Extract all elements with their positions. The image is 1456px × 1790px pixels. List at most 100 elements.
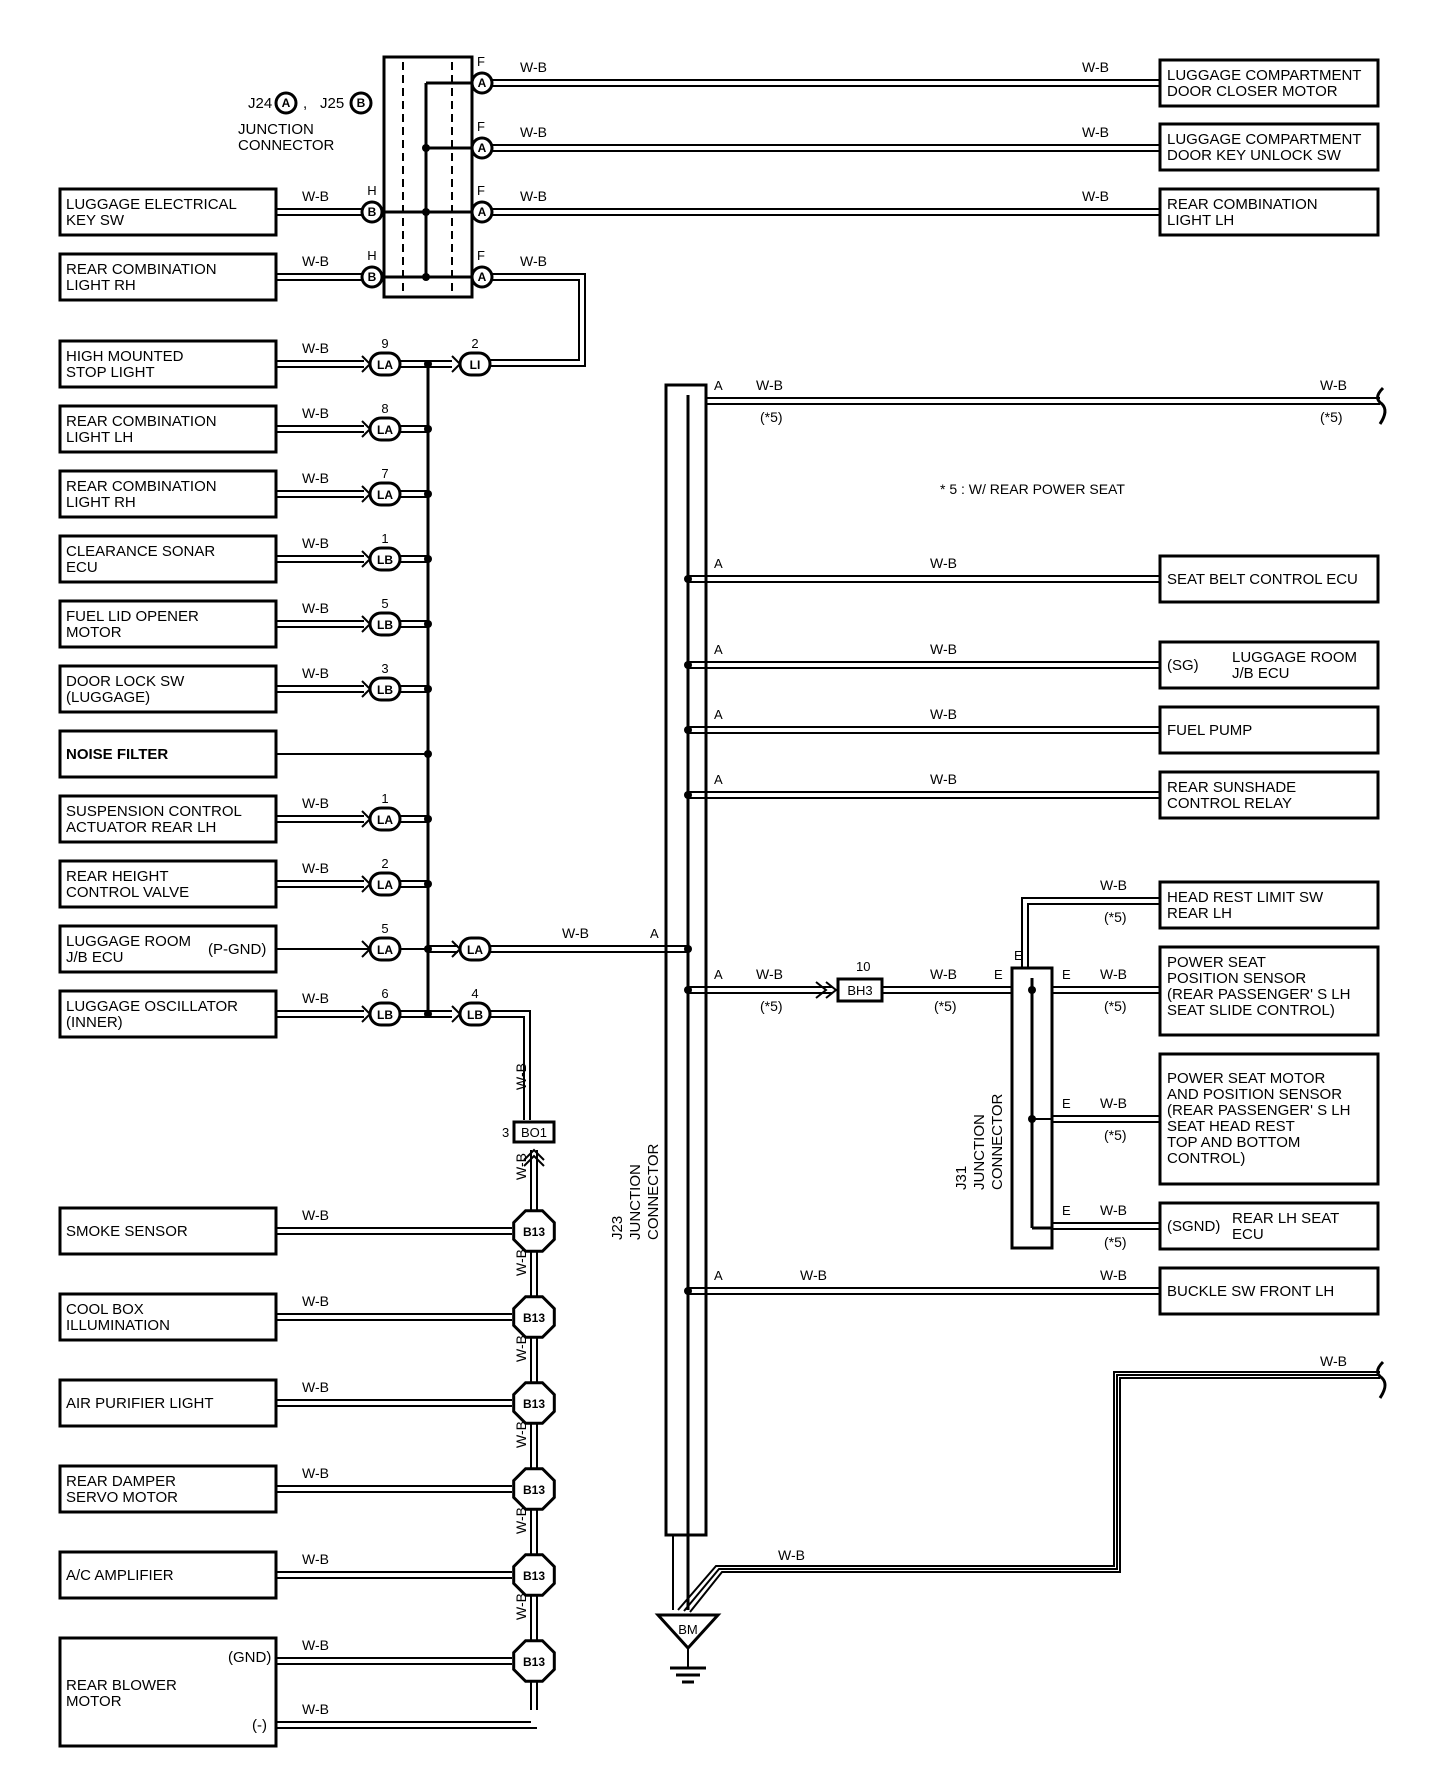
left-components: HIGH MOUNTED STOP LIGHT REAR COMBINATION… bbox=[58, 339, 278, 1039]
svg-text:W-B: W-B bbox=[930, 706, 957, 722]
svg-text:W-B: W-B bbox=[800, 1267, 827, 1283]
svg-text:CONTROL): CONTROL) bbox=[1167, 1150, 1245, 1167]
svg-text:B13: B13 bbox=[523, 1483, 545, 1497]
svg-text:W-B: W-B bbox=[302, 665, 329, 681]
svg-text:W-B: W-B bbox=[930, 641, 957, 657]
svg-text:W-B: W-B bbox=[520, 188, 547, 204]
svg-text:F: F bbox=[477, 119, 485, 134]
svg-text:W-B: W-B bbox=[302, 1207, 329, 1223]
pin-a: A bbox=[478, 141, 487, 155]
svg-text:H: H bbox=[367, 183, 376, 198]
svg-text:W-B: W-B bbox=[513, 1593, 529, 1620]
svg-text:AIR PURIFIER LIGHT: AIR PURIFIER LIGHT bbox=[66, 1395, 214, 1412]
b13-connector: B13 bbox=[512, 1295, 556, 1339]
top-right-components: LUGGAGE COMPARTMENT DOOR CLOSER MOTOR LU… bbox=[1158, 58, 1380, 237]
top-left-components: LUGGAGE ELECTRICAL KEY SW REAR COMBINATI… bbox=[58, 187, 362, 302]
pin-a: A bbox=[478, 205, 487, 219]
svg-text:(*5): (*5) bbox=[1104, 1234, 1127, 1250]
svg-text:H: H bbox=[367, 248, 376, 263]
svg-text:(SGND): (SGND) bbox=[1167, 1218, 1220, 1235]
svg-text:A: A bbox=[714, 556, 723, 571]
svg-text:B13: B13 bbox=[523, 1225, 545, 1239]
svg-text:LB: LB bbox=[467, 1008, 483, 1022]
svg-text:B: B bbox=[357, 96, 366, 110]
svg-text:POWER SEAT MOTOR: POWER SEAT MOTOR bbox=[1167, 1070, 1326, 1087]
svg-text:W-B: W-B bbox=[302, 470, 329, 486]
left-connector: LA7 bbox=[361, 466, 402, 507]
svg-text:LA: LA bbox=[377, 943, 393, 957]
left-connector: LA8 bbox=[361, 401, 402, 442]
b13-wires: W-B W-B W-B W-B W-B W-B W-B W-B W-B W-B … bbox=[276, 1153, 537, 1729]
svg-text:LA: LA bbox=[377, 488, 393, 502]
svg-text:W-B: W-B bbox=[513, 1507, 529, 1534]
svg-text:TOP AND BOTTOM: TOP AND BOTTOM bbox=[1167, 1134, 1300, 1151]
svg-text:(P-GND): (P-GND) bbox=[208, 941, 266, 958]
j24-label: J24 bbox=[248, 95, 272, 112]
svg-text:SMOKE SENSOR: SMOKE SENSOR bbox=[66, 1223, 188, 1240]
svg-text:,: , bbox=[303, 95, 307, 112]
top-right-wires: W-B W-B W-B W-B W-B W-B bbox=[492, 59, 1160, 216]
svg-text:J23: J23 bbox=[609, 1216, 626, 1240]
svg-text:J/B ECU: J/B ECU bbox=[1232, 665, 1290, 682]
svg-text:POWER SEAT: POWER SEAT bbox=[1167, 954, 1266, 971]
svg-text:DOOR CLOSER MOTOR: DOOR CLOSER MOTOR bbox=[1167, 83, 1338, 100]
svg-text:E: E bbox=[994, 967, 1003, 982]
svg-text:W-B: W-B bbox=[513, 1421, 529, 1448]
svg-text:BH3: BH3 bbox=[847, 983, 872, 998]
svg-text:ECU: ECU bbox=[1232, 1226, 1264, 1243]
svg-text:LA: LA bbox=[377, 878, 393, 892]
svg-text:A: A bbox=[714, 378, 723, 393]
svg-text:(REAR PASSENGER' S LH: (REAR PASSENGER' S LH bbox=[1167, 986, 1350, 1003]
svg-text:LA: LA bbox=[377, 813, 393, 827]
svg-text:FUEL LID OPENER: FUEL LID OPENER bbox=[66, 608, 199, 625]
svg-text:W-B: W-B bbox=[302, 1551, 329, 1567]
svg-text:LB: LB bbox=[377, 1008, 393, 1022]
left-connector: LA9 bbox=[361, 336, 402, 377]
j23-la-wire: W-B A bbox=[490, 925, 692, 953]
svg-text:5: 5 bbox=[381, 921, 388, 936]
li-wire: W-B bbox=[490, 253, 586, 367]
svg-text:W-B: W-B bbox=[778, 1547, 805, 1563]
svg-text:J/B ECU: J/B ECU bbox=[66, 949, 124, 966]
svg-text:REAR LH: REAR LH bbox=[1167, 905, 1232, 922]
svg-text:SEAT HEAD REST: SEAT HEAD REST bbox=[1167, 1118, 1295, 1135]
svg-text:W-B: W-B bbox=[1320, 377, 1347, 393]
svg-text:HIGH MOUNTED: HIGH MOUNTED bbox=[66, 348, 184, 365]
svg-text:JUNCTION: JUNCTION bbox=[238, 121, 314, 138]
svg-text:CONNECTOR: CONNECTOR bbox=[238, 137, 335, 154]
ground-label: BM bbox=[678, 1622, 698, 1637]
svg-text:W-B: W-B bbox=[302, 1379, 329, 1395]
svg-text:W-B: W-B bbox=[513, 1335, 529, 1362]
svg-text:W-B: W-B bbox=[756, 966, 783, 982]
svg-text:LA: LA bbox=[377, 423, 393, 437]
svg-text:LUGGAGE ELECTRICAL: LUGGAGE ELECTRICAL bbox=[66, 196, 237, 213]
b13-components: SMOKE SENSOR COOL BOX ILLUMINATION AIR P… bbox=[58, 1206, 278, 1748]
left-connector: LB5 bbox=[361, 596, 402, 637]
svg-text:SERVO MOTOR: SERVO MOTOR bbox=[66, 1489, 178, 1506]
svg-text:W-B: W-B bbox=[513, 1153, 529, 1180]
svg-text:ILLUMINATION: ILLUMINATION bbox=[66, 1317, 170, 1334]
svg-text:(GND): (GND) bbox=[228, 1649, 271, 1666]
svg-text:A: A bbox=[714, 967, 723, 982]
svg-text:W-B: W-B bbox=[302, 535, 329, 551]
svg-text:REAR COMBINATION: REAR COMBINATION bbox=[66, 478, 217, 495]
svg-text:LI: LI bbox=[470, 358, 481, 372]
svg-text:KEY SW: KEY SW bbox=[66, 212, 125, 229]
svg-text:3: 3 bbox=[502, 1125, 509, 1140]
svg-text:W-B: W-B bbox=[302, 188, 329, 204]
svg-text:DOOR LOCK SW: DOOR LOCK SW bbox=[66, 673, 185, 690]
svg-text:W-B: W-B bbox=[1100, 1095, 1127, 1111]
svg-text:SUSPENSION CONTROL: SUSPENSION CONTROL bbox=[66, 803, 242, 820]
b13-connector: B13 bbox=[512, 1553, 556, 1597]
j23-junction-connector: J23 JUNCTION CONNECTOR bbox=[609, 383, 708, 1610]
svg-text:W-B: W-B bbox=[520, 253, 547, 269]
svg-text:MOTOR: MOTOR bbox=[66, 1693, 122, 1710]
pin-b: B bbox=[368, 270, 377, 284]
svg-text:LUGGAGE OSCILLATOR: LUGGAGE OSCILLATOR bbox=[66, 998, 238, 1015]
svg-text:POSITION SENSOR: POSITION SENSOR bbox=[1167, 970, 1306, 987]
svg-text:B13: B13 bbox=[523, 1655, 545, 1669]
svg-text:REAR BLOWER: REAR BLOWER bbox=[66, 1677, 177, 1694]
svg-text:1: 1 bbox=[381, 531, 388, 546]
left-connector: LA2 bbox=[361, 856, 402, 897]
svg-text:6: 6 bbox=[381, 986, 388, 1001]
